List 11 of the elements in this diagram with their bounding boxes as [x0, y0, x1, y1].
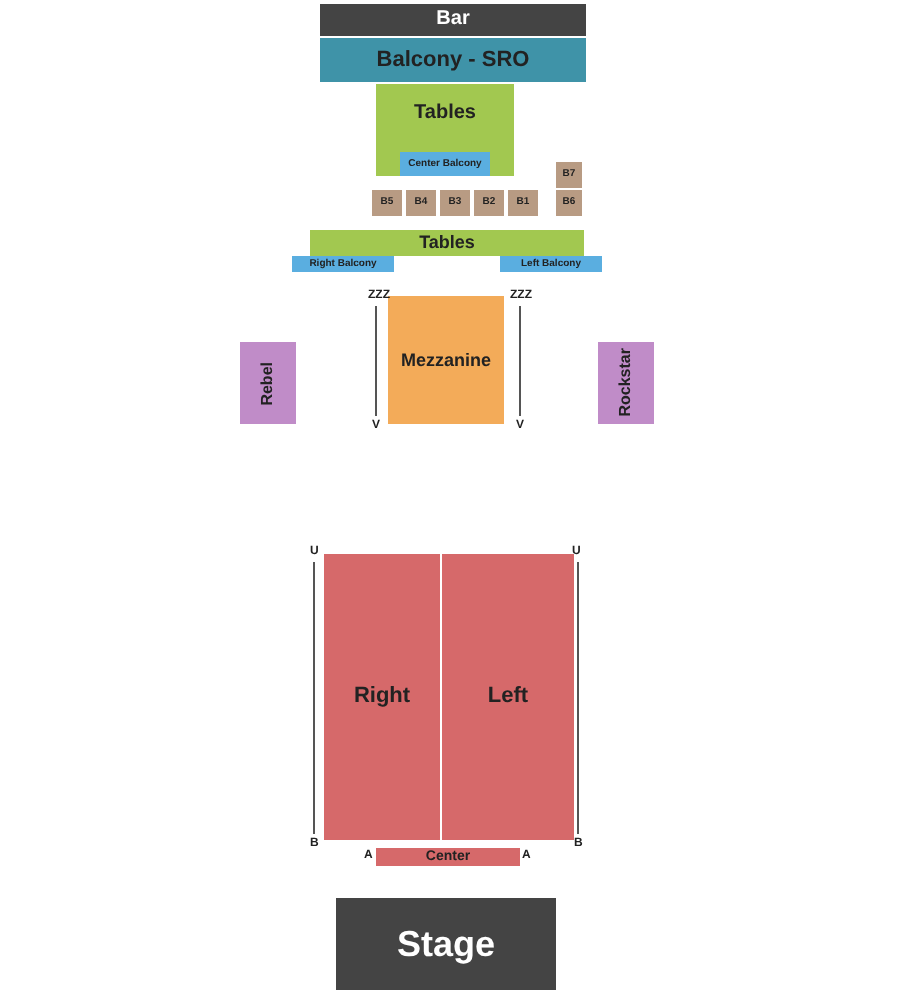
seating-section: Right — [324, 554, 440, 840]
section-label: Tables — [414, 104, 476, 124]
seating-section: Tables — [310, 230, 584, 256]
seating-section: Rockstar — [598, 342, 654, 424]
seating-section: Balcony - SRO — [320, 38, 586, 82]
bar-area: Bar — [320, 4, 586, 36]
seating-section: Mezzanine — [388, 296, 504, 424]
seating-section — [376, 84, 514, 176]
stage: Stage — [336, 898, 556, 990]
seating-section: Left — [442, 554, 574, 840]
seating-section: Rebel — [240, 342, 296, 424]
